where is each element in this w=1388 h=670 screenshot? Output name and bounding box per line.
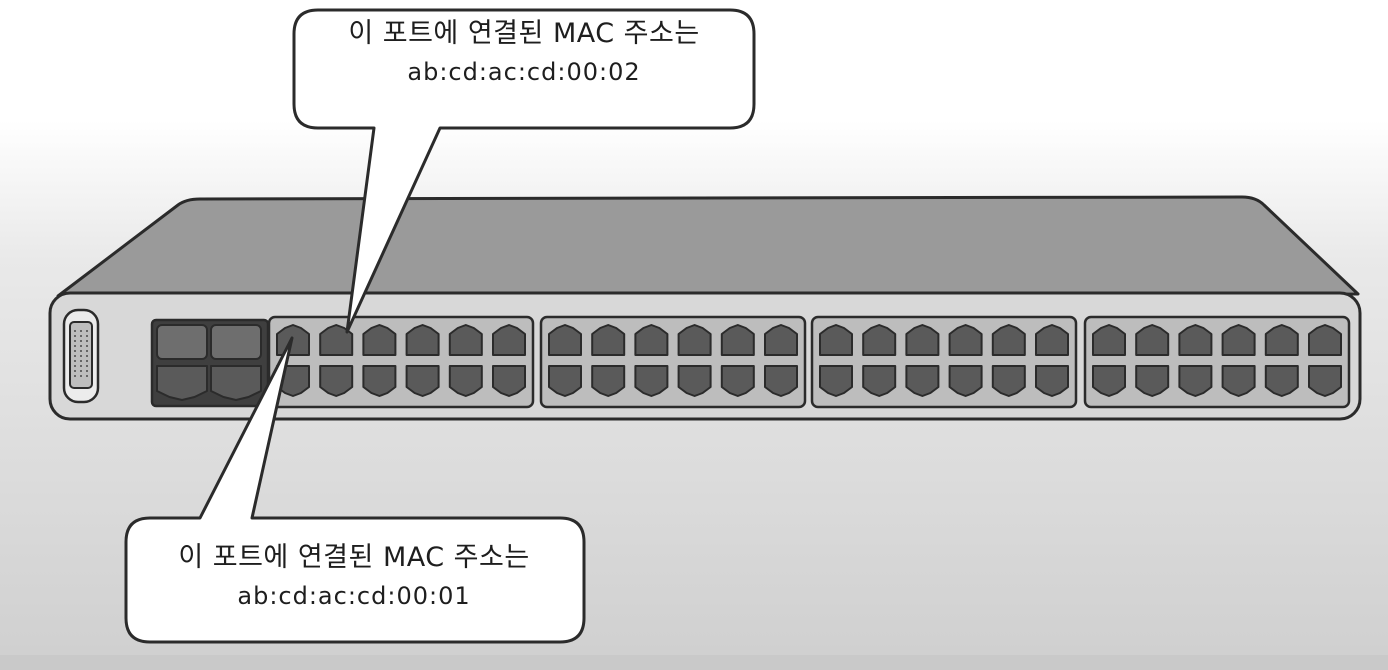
callout-bottom-text: 이 포트에 연결된 MAC 주소는 ab:cd:ac:cd:00:01 bbox=[126, 538, 582, 614]
ethernet-port-bottom bbox=[764, 365, 798, 397]
ethernet-port-bottom bbox=[991, 365, 1026, 397]
ethernet-port-top bbox=[677, 324, 712, 356]
ethernet-port-top bbox=[819, 324, 853, 356]
ethernet-port-top bbox=[720, 324, 755, 356]
ethernet-port-top bbox=[1092, 324, 1126, 356]
ethernet-port-top bbox=[548, 324, 582, 356]
ethernet-port-top bbox=[991, 324, 1026, 356]
port-group-frame bbox=[1083, 315, 1351, 409]
ethernet-port-bottom bbox=[548, 365, 582, 397]
ethernet-port-bottom bbox=[1178, 365, 1213, 397]
callout-top-text: 이 포트에 연결된 MAC 주소는 ab:cd:ac:cd:00:02 bbox=[296, 14, 752, 90]
ethernet-port-top bbox=[905, 324, 940, 356]
ethernet-port-top bbox=[362, 324, 397, 356]
port-group-frame bbox=[539, 315, 807, 409]
ethernet-port-bottom bbox=[448, 365, 483, 397]
callout-bottom-title: 이 포트에 연결된 MAC 주소는 bbox=[178, 542, 530, 573]
ethernet-port-top bbox=[405, 324, 440, 356]
port-group-frame bbox=[810, 315, 1078, 409]
uplink-port-top bbox=[156, 324, 208, 360]
console-port bbox=[62, 308, 100, 404]
switch-top-surface bbox=[56, 195, 1360, 298]
callout-top-title: 이 포트에 연결된 MAC 주소는 bbox=[348, 18, 700, 49]
ethernet-port-top bbox=[1178, 324, 1213, 356]
bottom-edge-strip bbox=[0, 655, 1388, 670]
callout-bubble-top bbox=[292, 8, 756, 334]
ethernet-port-top bbox=[591, 324, 626, 356]
callout-bottom-mac-address: ab:cd:ac:cd:00:01 bbox=[237, 582, 471, 610]
ethernet-port-top bbox=[764, 324, 798, 356]
ethernet-port-bottom bbox=[1135, 365, 1170, 397]
ethernet-port-top bbox=[1221, 324, 1256, 356]
ethernet-port-bottom bbox=[1308, 365, 1342, 397]
ethernet-port-bottom bbox=[720, 365, 755, 397]
ethernet-port-top bbox=[1308, 324, 1342, 356]
uplink-port-block bbox=[150, 318, 270, 408]
uplink-port-top bbox=[210, 324, 262, 360]
ethernet-port-bottom bbox=[1035, 365, 1069, 397]
ethernet-port-bottom bbox=[1092, 365, 1126, 397]
ethernet-port-top bbox=[319, 324, 354, 356]
port-group-frame bbox=[267, 315, 535, 409]
ethernet-port-top bbox=[492, 324, 526, 356]
ethernet-port-bottom bbox=[591, 365, 626, 397]
callout-top-mac-address: ab:cd:ac:cd:00:02 bbox=[407, 58, 641, 86]
ethernet-port-top bbox=[1035, 324, 1069, 356]
ethernet-port-bottom bbox=[362, 365, 397, 397]
ethernet-port-bottom bbox=[905, 365, 940, 397]
ethernet-port-bottom bbox=[1264, 365, 1299, 397]
ethernet-port-groups bbox=[267, 315, 1351, 409]
ethernet-port-top bbox=[862, 324, 897, 356]
ethernet-port-bottom bbox=[634, 365, 669, 397]
ethernet-port-bottom bbox=[319, 365, 354, 397]
ethernet-port-bottom bbox=[948, 365, 983, 397]
callout-bubble-bottom bbox=[124, 336, 586, 644]
ethernet-port-bottom bbox=[405, 365, 440, 397]
uplink-port-bottom bbox=[156, 365, 208, 401]
uplink-port-bottom bbox=[210, 365, 262, 401]
ethernet-port-top bbox=[448, 324, 483, 356]
ethernet-port-bottom bbox=[492, 365, 526, 397]
ethernet-port-top bbox=[1135, 324, 1170, 356]
ethernet-port-top bbox=[948, 324, 983, 356]
ethernet-port-bottom bbox=[1221, 365, 1256, 397]
ethernet-port-bottom bbox=[819, 365, 853, 397]
ethernet-port-bottom bbox=[677, 365, 712, 397]
ethernet-port-bottom bbox=[862, 365, 897, 397]
ethernet-port-top bbox=[1264, 324, 1299, 356]
ethernet-port-top bbox=[634, 324, 669, 356]
